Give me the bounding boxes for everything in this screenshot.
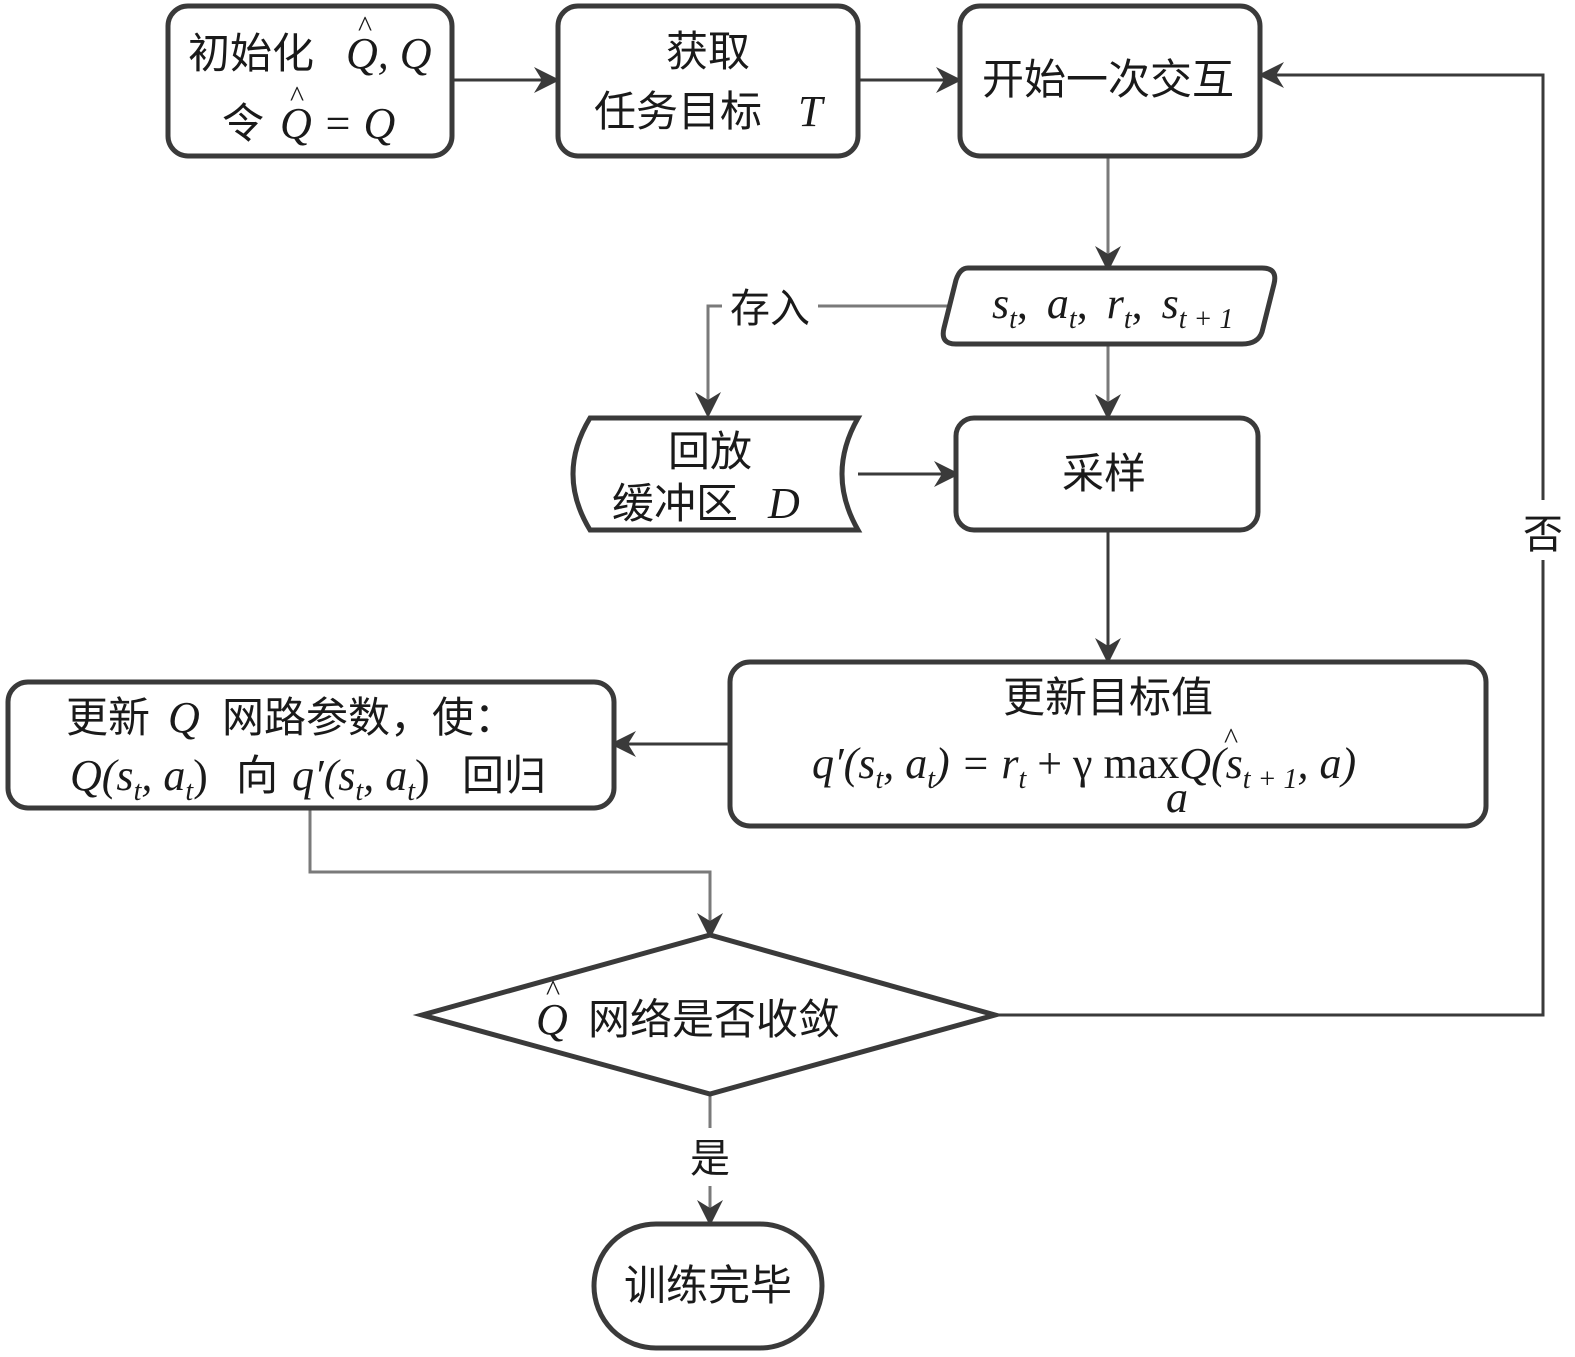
node-update-q-network: 更新 Q 网路参数，使： Q(st, at) 向 q′(st, at) 回归 (5, 679, 617, 811)
transition-s: s (992, 279, 1009, 328)
update-q-Q: Q(s (70, 751, 134, 800)
target-line2-math: T (798, 87, 826, 136)
node-sample: 采样 (953, 415, 1261, 533)
update-q-sub-t-1: t (134, 776, 143, 807)
update-q-q-prime: q′(s (292, 751, 355, 800)
update-q-close-1: ) (193, 751, 208, 800)
formula-sub-t-1: t (875, 764, 884, 795)
update-q-direction: 向 (236, 751, 278, 800)
init-hat-1: ^ (358, 10, 372, 43)
edge-transition-to-buffer (695, 304, 948, 418)
target-line2-prefix: 任务目标 (594, 87, 762, 136)
edge-converge-no-loop (995, 62, 1545, 1017)
node-update-target-value: 更新目标值 q′(st, at) = rt + γ maxQ(st + 1, a… (727, 659, 1489, 829)
update-target-formula: q′(st, at) = rt + γ maxQ(st + 1, a) (812, 739, 1356, 795)
update-q-sub-t-2: t (185, 776, 194, 807)
formula-q-prime: q′(s (812, 739, 875, 788)
done-label: 训练完毕 (624, 1261, 792, 1310)
init-line2-math: Q = Q (280, 99, 395, 148)
node-transition-tuple: st, at, rt, st + 1 (940, 265, 1278, 347)
transition-sub-t-3: t (1124, 304, 1133, 335)
formula-argmax-a: a (1166, 773, 1188, 822)
update-q-a-1: , a (141, 751, 185, 800)
node-converge-decision: Q ^ 网络是否收敛 (412, 932, 1005, 1097)
transition-sub-t-1: t (1009, 304, 1018, 335)
converge-math: Q (536, 995, 568, 1044)
node-start-interaction: 开始一次交互 (957, 3, 1263, 159)
formula-Q-hat: Q (1179, 739, 1211, 788)
buffer-line2-math: D (767, 479, 800, 528)
formula-s: (s (1211, 739, 1243, 788)
formula-eq-r: ) = r (932, 739, 1019, 788)
transition-comma-3: , (1132, 279, 1143, 328)
transition-text: st, at, rt, st + 1 (992, 279, 1233, 335)
formula-plus-gamma-max: + γ max (1026, 739, 1179, 788)
converge-label: 网络是否收敛 (588, 995, 840, 1044)
edge-label-no: 否 (1523, 512, 1563, 558)
update-q-regress: 回归 (462, 751, 546, 800)
transition-sub-t1: t + 1 (1179, 304, 1234, 335)
formula-a: , a (883, 739, 927, 788)
node-get-task-target: 获取 任务目标 T (555, 3, 861, 159)
edge-label-yes: 是 (690, 1136, 730, 1182)
target-line1: 获取 (666, 27, 750, 76)
update-q-line2b: q′(st, at) (292, 751, 430, 807)
update-q-sub-t-4: t (407, 776, 416, 807)
update-q-line1-prefix: 更新 (66, 693, 150, 742)
transition-sub-t-2: t (1069, 304, 1078, 335)
edge-label-store: 存入 (730, 286, 810, 332)
init-line1-prefix: 初始化 (188, 29, 314, 78)
formula-sub-t1: t + 1 (1243, 764, 1298, 795)
update-q-line2: Q(st, at) (70, 751, 208, 807)
update-q-line1-math: Q (168, 693, 200, 742)
buffer-line1: 回放 (668, 427, 752, 476)
sample-label: 采样 (1062, 449, 1146, 498)
start-interaction-label: 开始一次交互 (982, 55, 1234, 104)
buffer-line2-prefix: 缓冲区 (612, 479, 738, 528)
init-line2-prefix: 令 (222, 99, 264, 148)
init-line1-math: Q, Q (346, 29, 432, 78)
transition-comma-1: , (1017, 279, 1028, 328)
update-target-title: 更新目标值 (1003, 673, 1213, 722)
update-q-a-2: , a (363, 751, 407, 800)
update-q-close-2: ) (415, 751, 430, 800)
node-replay-buffer: 回放 缓冲区 D (570, 415, 863, 533)
formula-sub-t-2: t (927, 764, 936, 795)
transition-a: a (1047, 279, 1069, 328)
update-q-line1-suffix: 网路参数，使： (222, 693, 516, 742)
node-initialize: 初始化 Q, Q ^ 令 Q = Q ^ (165, 3, 455, 159)
formula-sub-t-3: t (1018, 764, 1027, 795)
node-training-done: 训练完毕 (591, 1221, 825, 1351)
edge-update-q-to-converge (308, 808, 723, 939)
init-hat-2: ^ (290, 80, 304, 113)
transition-comma-2: , (1077, 279, 1088, 328)
update-q-sub-t-3: t (355, 776, 364, 807)
transition-s-next: s (1162, 279, 1179, 328)
transition-r: r (1107, 279, 1125, 328)
converge-hat: ^ (546, 974, 560, 1007)
formula-hat: ^ (1224, 722, 1238, 755)
formula-end: , a) (1297, 739, 1356, 788)
